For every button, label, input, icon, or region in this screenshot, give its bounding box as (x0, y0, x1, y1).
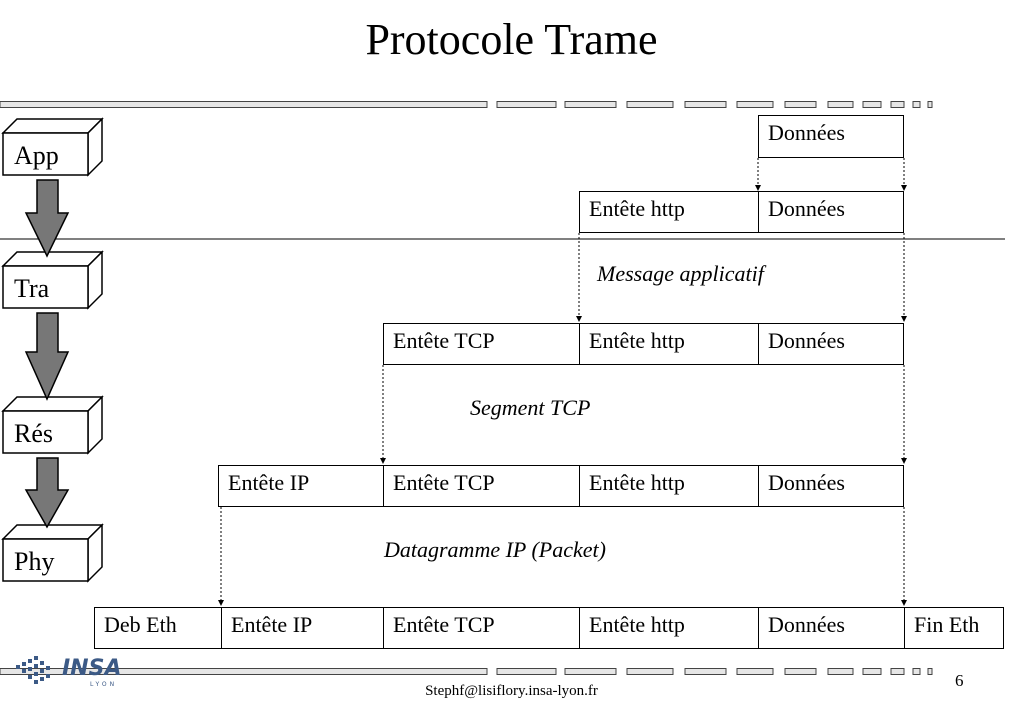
ip-header-box: Entête IP (218, 465, 384, 507)
ip-http-header-box: Entête http (579, 465, 759, 507)
ip-data-box: Données (758, 465, 904, 507)
layer-box-res (1, 395, 104, 455)
layer-box-app (1, 117, 104, 177)
ip-tcp-header-box: Entête TCP (383, 465, 580, 507)
layer-label-phy: Phy (14, 547, 55, 576)
logo-subtext: LYON (90, 681, 118, 688)
page-number: 6 (955, 671, 964, 690)
eth-start-box: Deb Eth (94, 607, 222, 649)
layer-box-tra (1, 250, 104, 310)
logo-text: INSA (62, 656, 122, 681)
top-rule (0, 101, 933, 108)
app-data-box: Données (758, 115, 904, 158)
eth-ip-header-box: Entête IP (221, 607, 384, 649)
layer-label-res: Rés (14, 419, 53, 448)
down-arrow-res-phy (24, 457, 70, 529)
insa-logo: INSA LYON (12, 653, 122, 693)
eth-data-box: Données (758, 607, 905, 649)
encapsulation-arrows (220, 158, 905, 602)
app-http-header-box: Entête http (579, 191, 759, 233)
seg-data-box: Données (758, 323, 904, 365)
caption-segment: Segment TCP (470, 395, 591, 420)
footer-email: Stephf@lisiflory.insa-lyon.fr (425, 683, 598, 699)
layer-box-phy (1, 523, 104, 583)
encapsulation-arrowheads (218, 185, 907, 606)
eth-end-box: Fin Eth (904, 607, 1004, 649)
insa-logo-mark-icon (16, 656, 50, 684)
bottom-rule (0, 668, 933, 675)
app-data-box-2: Données (758, 191, 904, 233)
seg-tcp-header-box: Entête TCP (383, 323, 580, 365)
caption-message: Message applicatif (597, 261, 764, 286)
down-arrow-app-tra (24, 179, 70, 258)
down-arrow-tra-res (24, 312, 70, 401)
seg-http-header-box: Entête http (579, 323, 759, 365)
caption-datagram: Datagramme IP (Packet) (384, 537, 606, 562)
layer-label-tra: Tra (14, 274, 50, 303)
slide-title: Protocole Trame (365, 15, 658, 64)
eth-tcp-header-box: Entête TCP (383, 607, 580, 649)
eth-http-header-box: Entête http (579, 607, 759, 649)
layer-label-app: App (14, 141, 59, 170)
